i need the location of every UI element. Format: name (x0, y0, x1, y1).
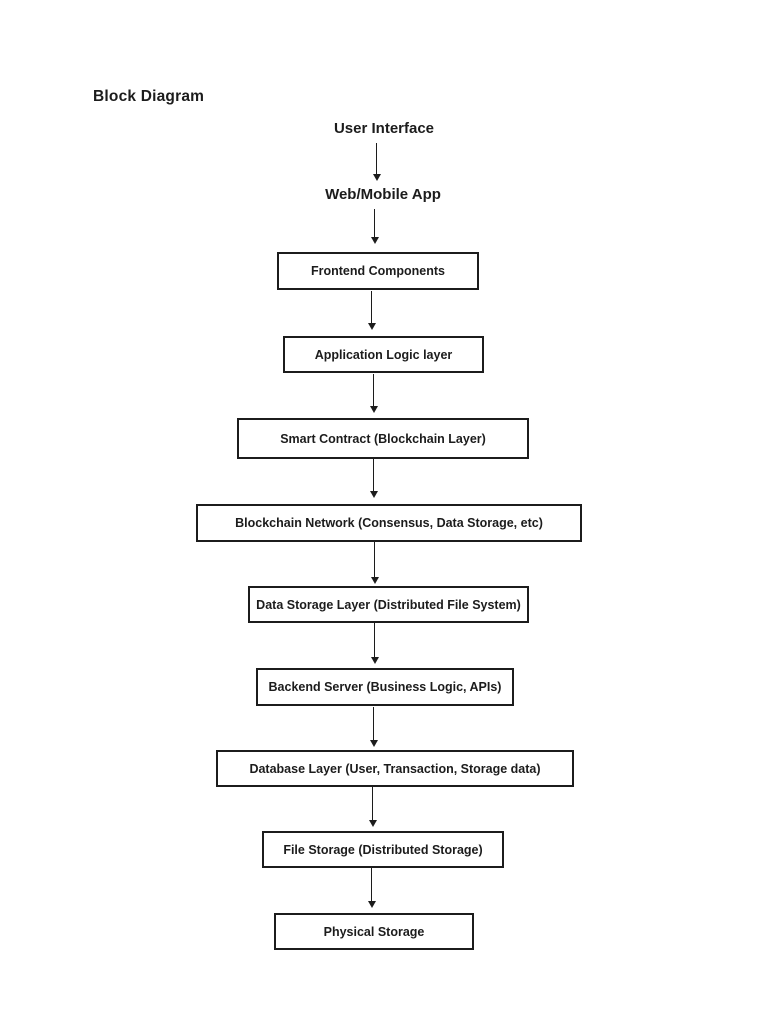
flow-arrow-8 (368, 707, 379, 747)
arrow-head-icon (369, 491, 378, 498)
diagram-box-application-logic-layer: Application Logic layer (283, 336, 484, 373)
flow-arrow-9 (367, 787, 378, 827)
arrow-shaft (371, 787, 374, 820)
arrow-head-icon (372, 174, 381, 181)
box-label: Blockchain Network (Consensus, Data Stor… (235, 516, 543, 530)
arrow-shaft (373, 623, 376, 657)
page-title: Block Diagram (93, 88, 205, 105)
box-label: Database Layer (User, Transaction, Stora… (249, 761, 541, 776)
arrow-head-icon (368, 820, 377, 827)
diagram-box-data-storage-layer: Data Storage Layer (Distributed File Sys… (248, 586, 529, 623)
arrow-shaft (372, 707, 375, 740)
flow-arrow-5 (368, 459, 379, 498)
arrow-head-icon (370, 237, 379, 244)
arrow-shaft (372, 459, 375, 491)
arrow-shaft (370, 291, 373, 323)
flow-arrow-10 (366, 868, 377, 908)
flow-arrow-4 (368, 374, 379, 413)
box-label: Frontend Components (310, 264, 445, 278)
arrow-head-icon (369, 406, 378, 413)
diagram-box-database-layer: Database Layer (User, Transaction, Stora… (216, 750, 574, 787)
arrow-shaft (373, 542, 376, 577)
arrow-head-icon (370, 577, 379, 584)
arrow-head-icon (370, 657, 379, 664)
flow-arrow-3 (366, 291, 377, 330)
box-label: Data Storage Layer (Distributed File Sys… (256, 597, 521, 612)
diagram-box-file-storage: File Storage (Distributed Storage) (262, 831, 504, 868)
flow-arrow-6 (369, 542, 380, 584)
node-web-mobile-app: Web/Mobile App (325, 186, 441, 203)
node-user-interface: User Interface (333, 120, 435, 137)
diagram-box-smart-contract: Smart Contract (Blockchain Layer) (237, 418, 529, 459)
diagram-box-physical-storage: Physical Storage (274, 913, 474, 950)
flow-arrow-1 (371, 143, 382, 181)
flow-arrow-7 (369, 623, 380, 664)
box-label: Backend Server (Business Logic, APIs) (268, 680, 502, 694)
box-label: File Storage (Distributed Storage) (283, 842, 483, 857)
arrow-shaft (372, 374, 375, 406)
arrow-head-icon (367, 323, 376, 330)
diagram-box-blockchain-network: Blockchain Network (Consensus, Data Stor… (196, 504, 582, 542)
box-label: Smart Contract (Blockchain Layer) (280, 431, 486, 446)
diagram-box-backend-server: Backend Server (Business Logic, APIs) (256, 668, 514, 706)
arrow-shaft (373, 209, 376, 237)
arrow-head-icon (369, 740, 378, 747)
flow-arrow-2 (369, 209, 380, 244)
box-label: Application Logic layer (314, 347, 453, 362)
arrow-head-icon (367, 901, 376, 908)
arrow-shaft (375, 143, 378, 174)
arrow-shaft (370, 868, 373, 901)
diagram-box-frontend-components: Frontend Components (277, 252, 479, 290)
box-label: Physical Storage (323, 924, 425, 939)
